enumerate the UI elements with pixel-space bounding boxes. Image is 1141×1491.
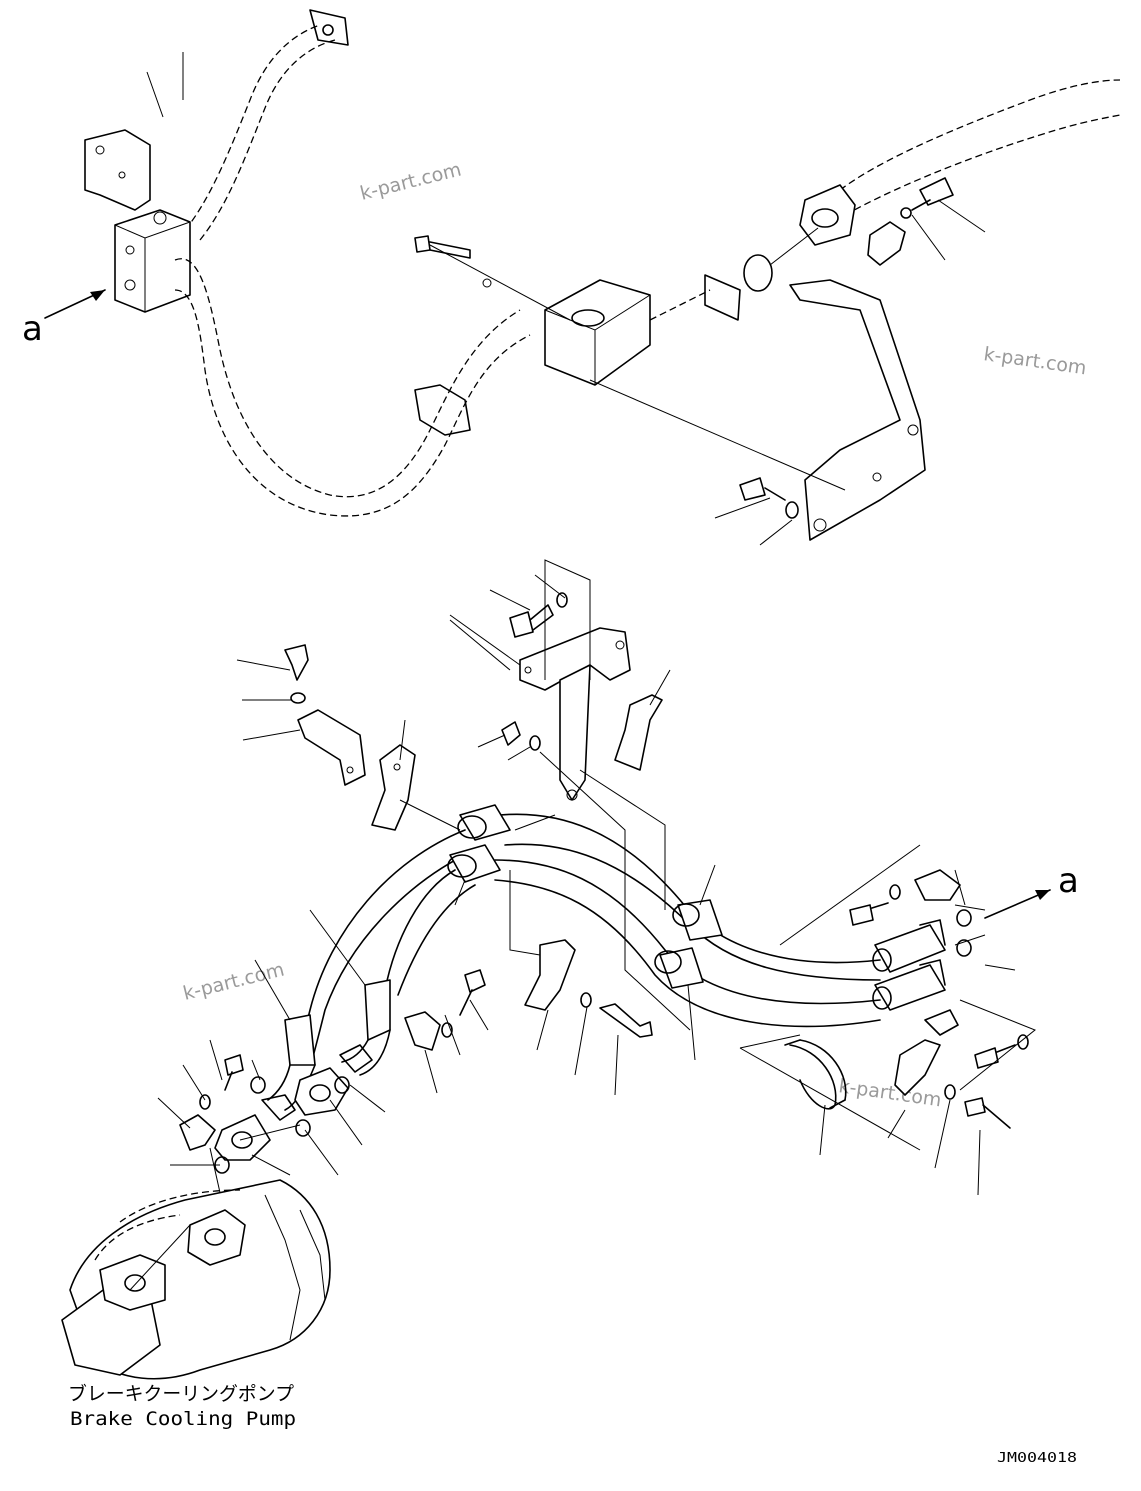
watermark: k-part.com: [358, 158, 464, 204]
hose-assembly: [157, 559, 1051, 1216]
pump-name-en: Brake Cooling Pump: [70, 1408, 296, 1430]
upper-pipe-assembly: [44, 9, 1121, 546]
watermark: k-part.com: [982, 343, 1088, 379]
view-ref-label-right: a: [1058, 861, 1079, 901]
pump-name-jp: ブレーキクーリングポンプ: [68, 1382, 294, 1405]
drawing-number: JM004018: [997, 1451, 1077, 1466]
watermark: k-part.com: [837, 1075, 943, 1111]
watermark: k-part.com: [181, 958, 287, 1004]
brake-cooling-pump: [61, 1179, 331, 1380]
view-ref-label-left: a: [22, 309, 43, 349]
